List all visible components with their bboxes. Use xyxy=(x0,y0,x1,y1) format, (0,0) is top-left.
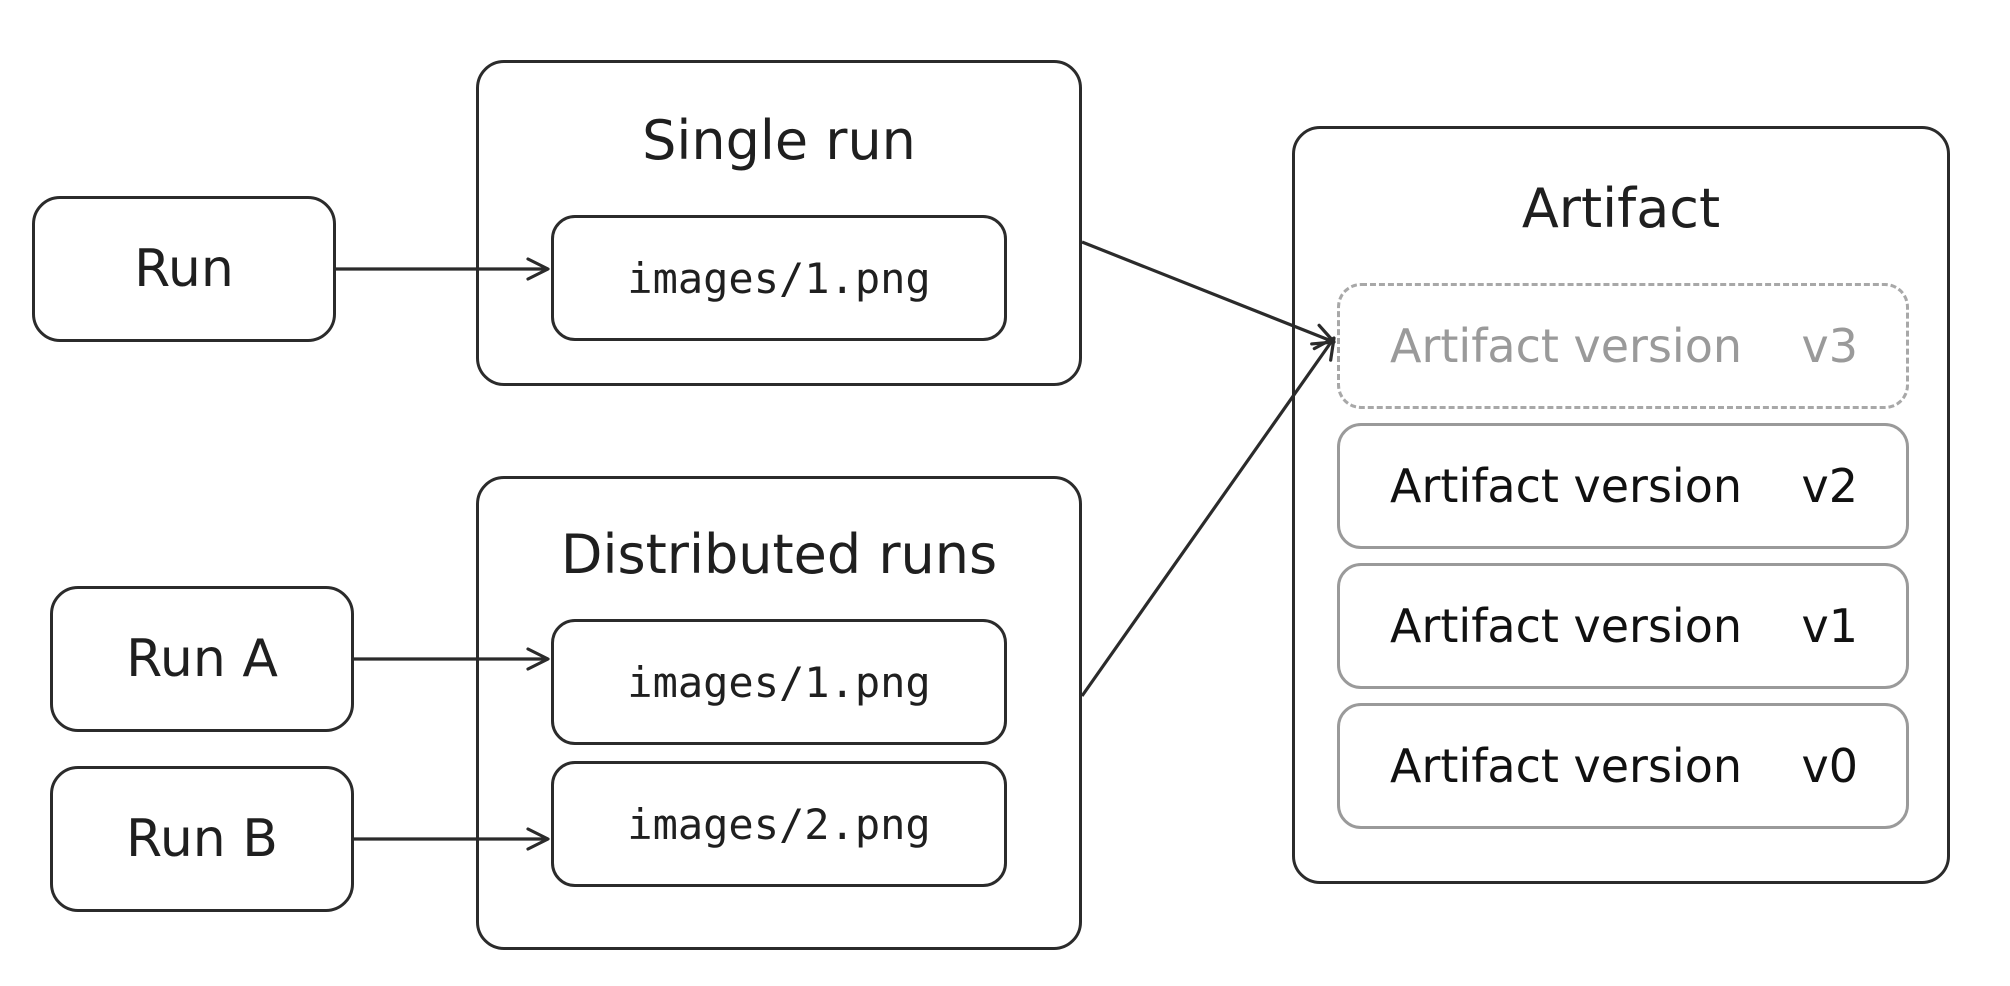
distributed-runs-container: Distributed runs images/1.png images/2.p… xyxy=(476,476,1082,950)
run-a-label: Run A xyxy=(126,629,278,689)
single-run-title: Single run xyxy=(642,109,916,172)
single-run-container: Single run images/1.png xyxy=(476,60,1082,386)
artifact-version-tag: v1 xyxy=(1801,599,1859,653)
run-b-box: Run B xyxy=(50,766,354,912)
run-a-box: Run A xyxy=(50,586,354,732)
distributed-file-a: images/1.png xyxy=(551,619,1007,745)
artifact-version-v3: Artifact version v3 xyxy=(1337,283,1909,409)
artifact-container: Artifact Artifact version v3 Artifact ve… xyxy=(1292,126,1950,884)
artifact-version-name: Artifact version xyxy=(1390,739,1743,793)
distributed-runs-title: Distributed runs xyxy=(560,523,998,586)
distributed-file-b: images/2.png xyxy=(551,761,1007,887)
run-b-label: Run B xyxy=(126,809,278,869)
artifact-version-tag: v3 xyxy=(1801,319,1859,373)
artifact-version-name: Artifact version xyxy=(1390,459,1743,513)
artifact-version-tag: v0 xyxy=(1801,739,1859,793)
artifact-version-v1: Artifact version v1 xyxy=(1337,563,1909,689)
run-label: Run xyxy=(134,239,234,299)
run-box: Run xyxy=(32,196,336,342)
artifact-version-tag: v2 xyxy=(1801,459,1859,513)
artifact-version-v2: Artifact version v2 xyxy=(1337,423,1909,549)
artifact-title: Artifact xyxy=(1521,177,1721,240)
artifact-version-name: Artifact version xyxy=(1390,319,1743,373)
single-run-file: images/1.png xyxy=(551,215,1007,341)
artifact-version-name: Artifact version xyxy=(1390,599,1743,653)
artifact-version-v0: Artifact version v0 xyxy=(1337,703,1909,829)
